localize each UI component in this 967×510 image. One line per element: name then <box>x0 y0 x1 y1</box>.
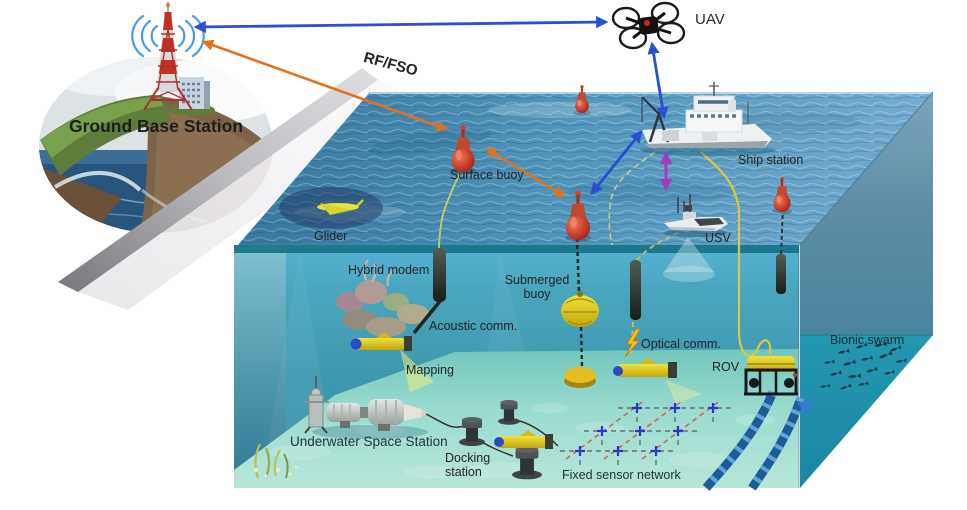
docking-station <box>459 400 553 480</box>
usv-label: USV <box>705 231 731 245</box>
link-buoy-buoy <box>485 147 566 198</box>
ship-station-label: Ship station <box>738 153 804 167</box>
acoustic-comm-label: Acoustic comm. <box>429 319 518 333</box>
blue-starfish <box>797 396 815 414</box>
docked-auv <box>494 430 553 449</box>
surface-buoys <box>450 85 792 242</box>
rov <box>744 356 798 396</box>
link-gbs-buoy <box>201 39 449 132</box>
optical-comm-label: Optical comm. <box>641 337 721 351</box>
submerged-buoy <box>561 237 599 388</box>
radio-tower-icon: < /circle> <box>143 2 193 111</box>
link-gbs-uav <box>193 15 609 34</box>
ground-base-station-label: Ground Base Station <box>68 116 244 136</box>
submerged-buoy-label: Submerged buoy <box>504 273 570 301</box>
usv <box>663 194 728 282</box>
sensor-nodes <box>575 403 718 456</box>
glider <box>279 187 383 229</box>
usv-modem <box>630 232 679 320</box>
rov-label: ROV <box>712 360 740 374</box>
surface-buoy-label: Surface buoy <box>450 168 524 182</box>
hybrid-modem <box>412 167 463 335</box>
coral-reef <box>336 259 429 337</box>
uav-icon <box>611 1 686 50</box>
comm-links <box>193 15 673 198</box>
underwater-space-station-label: Underwater Space Station <box>290 434 448 449</box>
docking-station-label: Docking station <box>445 451 491 479</box>
side-face <box>800 92 933 335</box>
ship <box>640 82 776 156</box>
underwater-space-station <box>303 376 428 439</box>
glider-label: Glider <box>314 229 348 243</box>
fixed-sensor-network-label: Fixed sensor network <box>562 468 681 482</box>
subsea-cables <box>702 390 806 492</box>
link-ship-buoy <box>590 130 643 195</box>
seaweed <box>254 443 298 479</box>
hybrid-modem-label: Hybrid modem <box>348 263 430 277</box>
link-uav-ship <box>647 41 669 120</box>
uav-label: UAV <box>695 11 725 28</box>
lightning-bolt-icon <box>624 328 641 358</box>
mapping-label: Mapping <box>406 363 454 377</box>
seafloor <box>234 349 799 488</box>
bionic-swarm-label: Bionic swarm <box>830 333 905 347</box>
fixed-sensor-network <box>560 399 733 467</box>
rov-tether <box>700 151 772 357</box>
mapping-auv <box>350 332 434 392</box>
right-buoy-modem <box>776 207 786 294</box>
